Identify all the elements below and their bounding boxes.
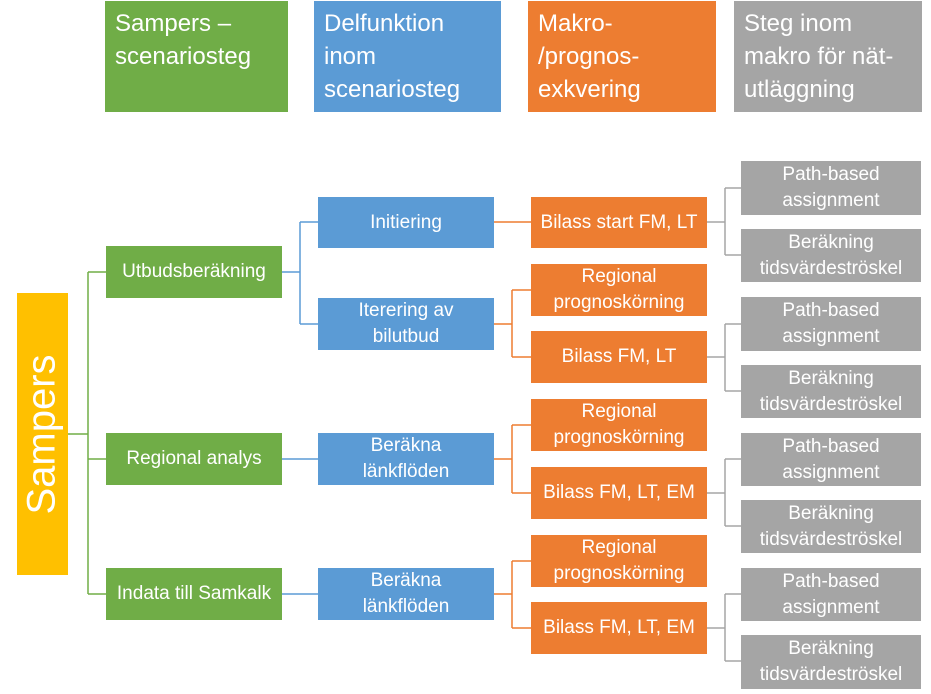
connector-utbud bbox=[282, 221, 318, 325]
header-macro-execution: Makro- /prognos- exkvering bbox=[528, 1, 716, 112]
macro-bilass-fm-lt-em-1: Bilass FM, LT, EM bbox=[531, 467, 707, 519]
step-tidsvarde-1: Beräkning tidsvärdeströskel bbox=[741, 229, 921, 282]
macro-bilass-fm-lt: Bilass FM, LT bbox=[531, 331, 707, 383]
root-node-sampers: Sampers bbox=[17, 293, 68, 575]
step-path-based-4: Path-based assignment bbox=[741, 568, 921, 621]
subfunction-initiering: Initiering bbox=[318, 197, 494, 248]
connector-berakna-2 bbox=[494, 560, 531, 629]
subfunction-berakna-samkalk: Beräkna länkflöden bbox=[318, 568, 494, 620]
subfunction-iterering: Iterering av bilutbud bbox=[318, 298, 494, 350]
connector-steps-3 bbox=[707, 458, 741, 527]
macro-regional-prognos-2: Regional prognoskörning bbox=[531, 399, 707, 451]
root-label: Sampers bbox=[20, 353, 64, 515]
macro-bilass-start: Bilass start FM, LT bbox=[531, 197, 707, 248]
step-path-based-3: Path-based assignment bbox=[741, 433, 921, 486]
connector-steps-4 bbox=[707, 593, 741, 662]
connector-steps-1 bbox=[707, 187, 741, 256]
macro-regional-prognos-3: Regional prognoskörning bbox=[531, 535, 707, 587]
header-network-steps: Steg inom makro för nät- utläggning bbox=[734, 1, 922, 112]
step-path-based-1: Path-based assignment bbox=[741, 161, 921, 215]
step-tidsvarde-4: Beräkning tidsvärdeströskel bbox=[741, 635, 921, 689]
macro-regional-prognos-1: Regional prognoskörning bbox=[531, 264, 707, 316]
header-subfunctions: Delfunktion inom scenariosteg bbox=[314, 1, 501, 112]
step-tidsvarde-2: Beräkning tidsvärdeströskel bbox=[741, 365, 921, 418]
scenario-indata-samkalk: Indata till Samkalk bbox=[106, 568, 282, 620]
connector-root bbox=[68, 271, 106, 595]
step-path-based-2: Path-based assignment bbox=[741, 297, 921, 351]
connector-berakna-1 bbox=[494, 424, 531, 494]
header-scenario-steps: Sampers – scenariosteg bbox=[105, 1, 288, 112]
macro-bilass-fm-lt-em-2: Bilass FM, LT, EM bbox=[531, 602, 707, 654]
connector-iterering bbox=[494, 289, 531, 358]
subfunction-berakna-regional: Beräkna länkflöden bbox=[318, 433, 494, 485]
step-tidsvarde-3: Beräkning tidsvärdeströskel bbox=[741, 500, 921, 553]
scenario-utbudsberakning: Utbudsberäkning bbox=[106, 246, 282, 298]
scenario-regional-analys: Regional analys bbox=[106, 433, 282, 485]
connector-steps-2 bbox=[707, 323, 741, 392]
